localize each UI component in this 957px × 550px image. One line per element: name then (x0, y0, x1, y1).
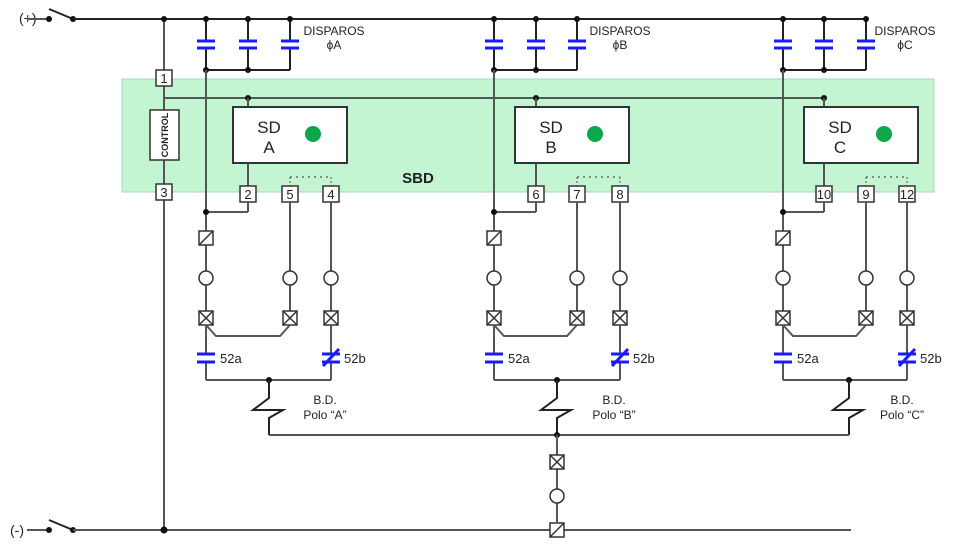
contact-52a-label: 52a (797, 351, 819, 366)
terminal-number: 6 (532, 187, 539, 202)
test-block-crossed (549, 454, 565, 470)
trip-coil-a (250, 380, 287, 435)
trip-phase-label: ϕC (897, 38, 913, 52)
positive-switch[interactable] (48, 8, 74, 20)
test-block-slashed (549, 522, 565, 538)
trip-coil-b (538, 380, 575, 435)
trip-label: DISPAROS (589, 24, 650, 38)
trip-coil-pole-label: Polo “A” (303, 408, 346, 422)
sd-phase-label: B (545, 138, 556, 157)
indicator-lamp (612, 270, 628, 286)
contact-52b-label: 52b (344, 351, 366, 366)
indicator-lamp (775, 270, 791, 286)
indicator-lamp (486, 270, 502, 286)
trip-coil-c (830, 380, 867, 435)
trip-capacitor-bank (774, 16, 875, 73)
trip-coil-label: B.D. (602, 393, 625, 407)
terminal-number: 7 (573, 187, 580, 202)
positive-supply: (+) (19, 8, 866, 26)
terminal-number: 9 (862, 187, 869, 202)
negative-supply: (-) (10, 519, 851, 538)
indicator-lamp (323, 270, 339, 286)
contact-52b-label: 52b (920, 351, 942, 366)
terminal-1 (155, 69, 173, 87)
common-return-branch (269, 432, 849, 538)
indicator-lamp (198, 270, 214, 286)
trip-coil-label: B.D. (890, 393, 913, 407)
sd-label: SD (539, 118, 563, 137)
terminal-number: 10 (817, 187, 831, 202)
contact-52a-label: 52a (508, 351, 530, 366)
negative-terminal-label: (-) (10, 522, 24, 538)
sd-label: SD (257, 118, 281, 137)
indicator-lamp (569, 270, 585, 286)
trip-label: DISPAROS (303, 24, 364, 38)
indicator-lamp (549, 488, 565, 504)
terminal-3 (155, 183, 173, 201)
control-module (149, 109, 180, 161)
svg-text:3: 3 (160, 185, 167, 200)
sd-module-c (803, 106, 919, 164)
sd-phase-label: C (834, 138, 846, 157)
svg-text:1: 1 (160, 71, 167, 86)
terminal-number: 4 (327, 187, 334, 202)
sd-phase-label: A (263, 138, 275, 157)
contact-52b-label: 52b (633, 351, 655, 366)
trip-capacitor-bank (485, 16, 586, 73)
terminal-number: 2 (244, 187, 251, 202)
negative-switch[interactable] (48, 519, 74, 531)
terminal-number: 12 (900, 187, 914, 202)
sbd-panel-title: SBD (402, 170, 434, 187)
status-led (876, 126, 892, 142)
trip-coil-pole-label: Polo “C” (880, 408, 924, 422)
sd-module-a (232, 106, 348, 164)
trip-capacitor-bank (197, 16, 299, 73)
sd-module-b (514, 106, 630, 164)
indicator-lamp (858, 270, 874, 286)
trip-coil-pole-label: Polo “B” (592, 408, 635, 422)
indicator-lamp (282, 270, 298, 286)
control-label: CONTROL (160, 112, 170, 157)
trip-phase-label: ϕA (327, 38, 342, 52)
trip-phase-label: ϕB (613, 38, 628, 52)
trip-label: DISPAROS (874, 24, 935, 38)
status-led (587, 126, 603, 142)
sd-label: SD (828, 118, 852, 137)
contact-52a-label: 52a (220, 351, 242, 366)
indicator-lamp (899, 270, 915, 286)
status-led (305, 126, 321, 142)
trip-coil-label: B.D. (313, 393, 336, 407)
terminal-number: 5 (286, 187, 293, 202)
terminal-number: 8 (616, 187, 623, 202)
